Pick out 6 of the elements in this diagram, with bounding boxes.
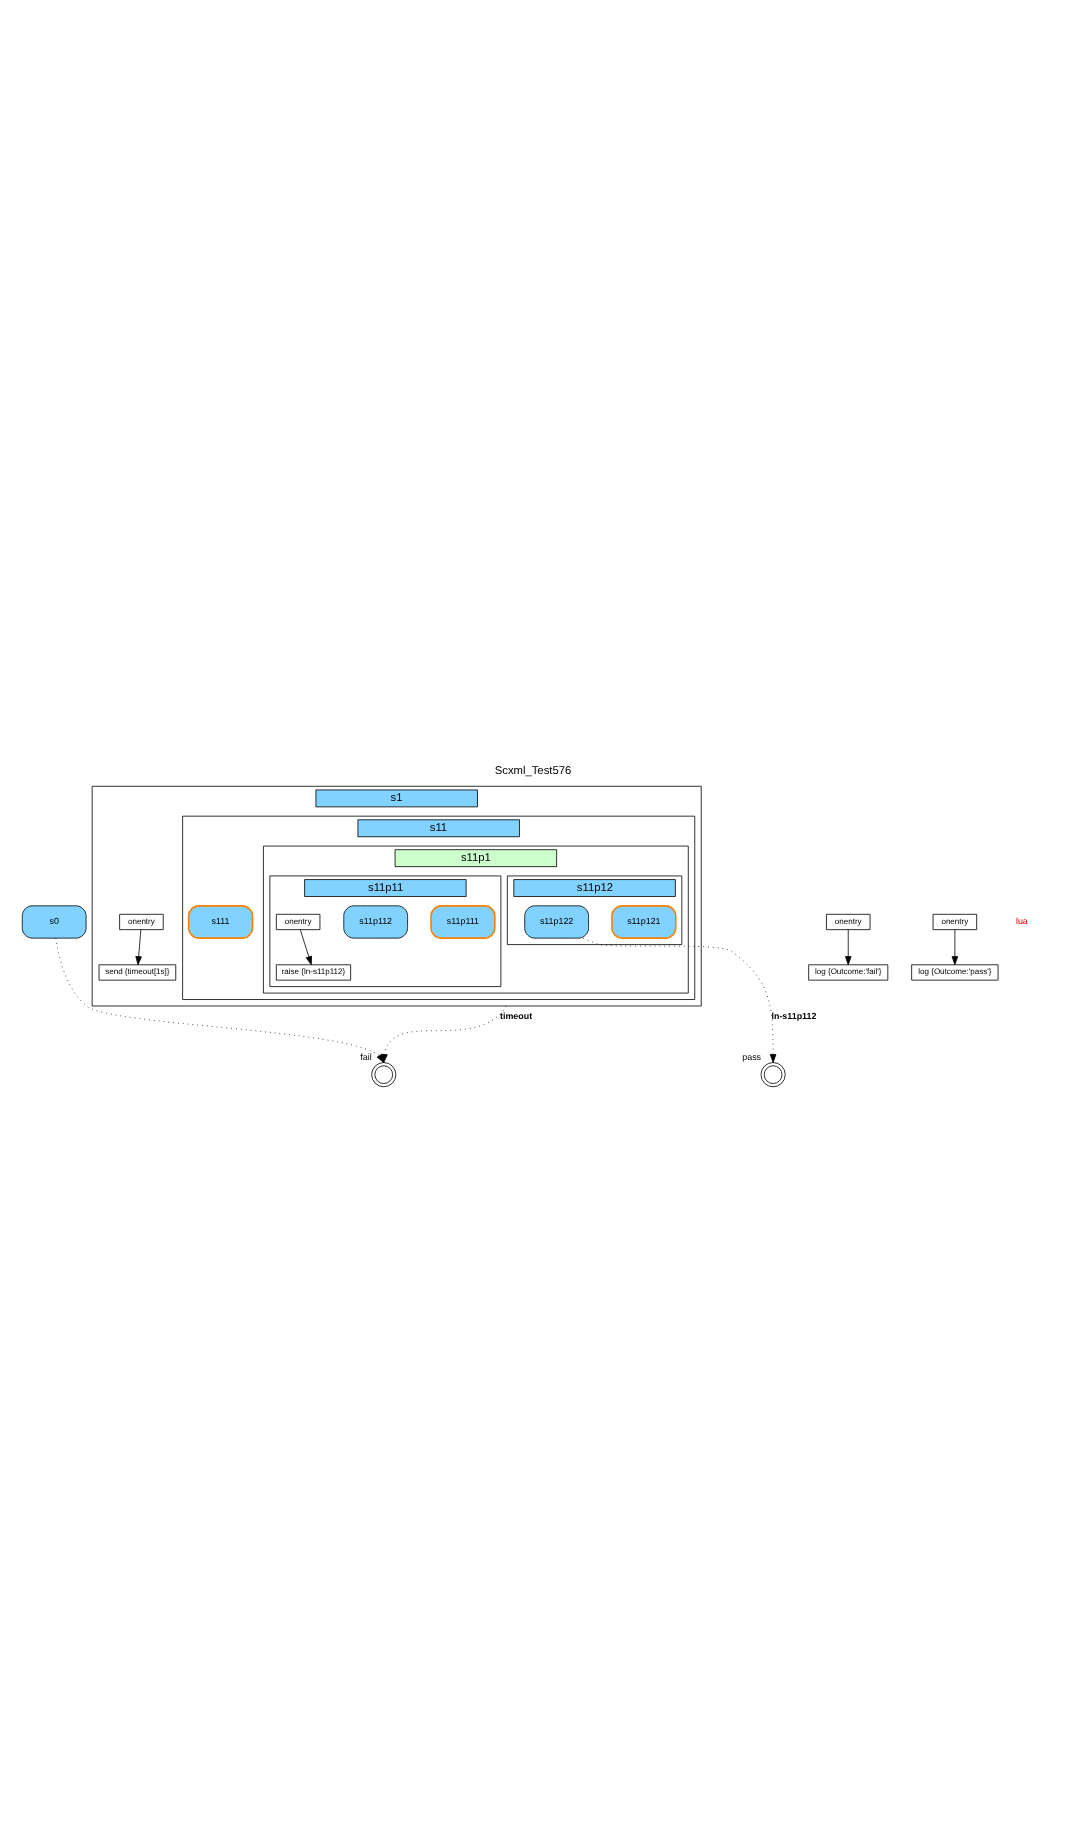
arrow — [951, 928, 959, 965]
arrow — [582, 936, 777, 1062]
arrow — [845, 928, 852, 965]
arrow — [381, 1004, 507, 1062]
arrow — [135, 928, 142, 965]
arrow — [299, 928, 312, 965]
